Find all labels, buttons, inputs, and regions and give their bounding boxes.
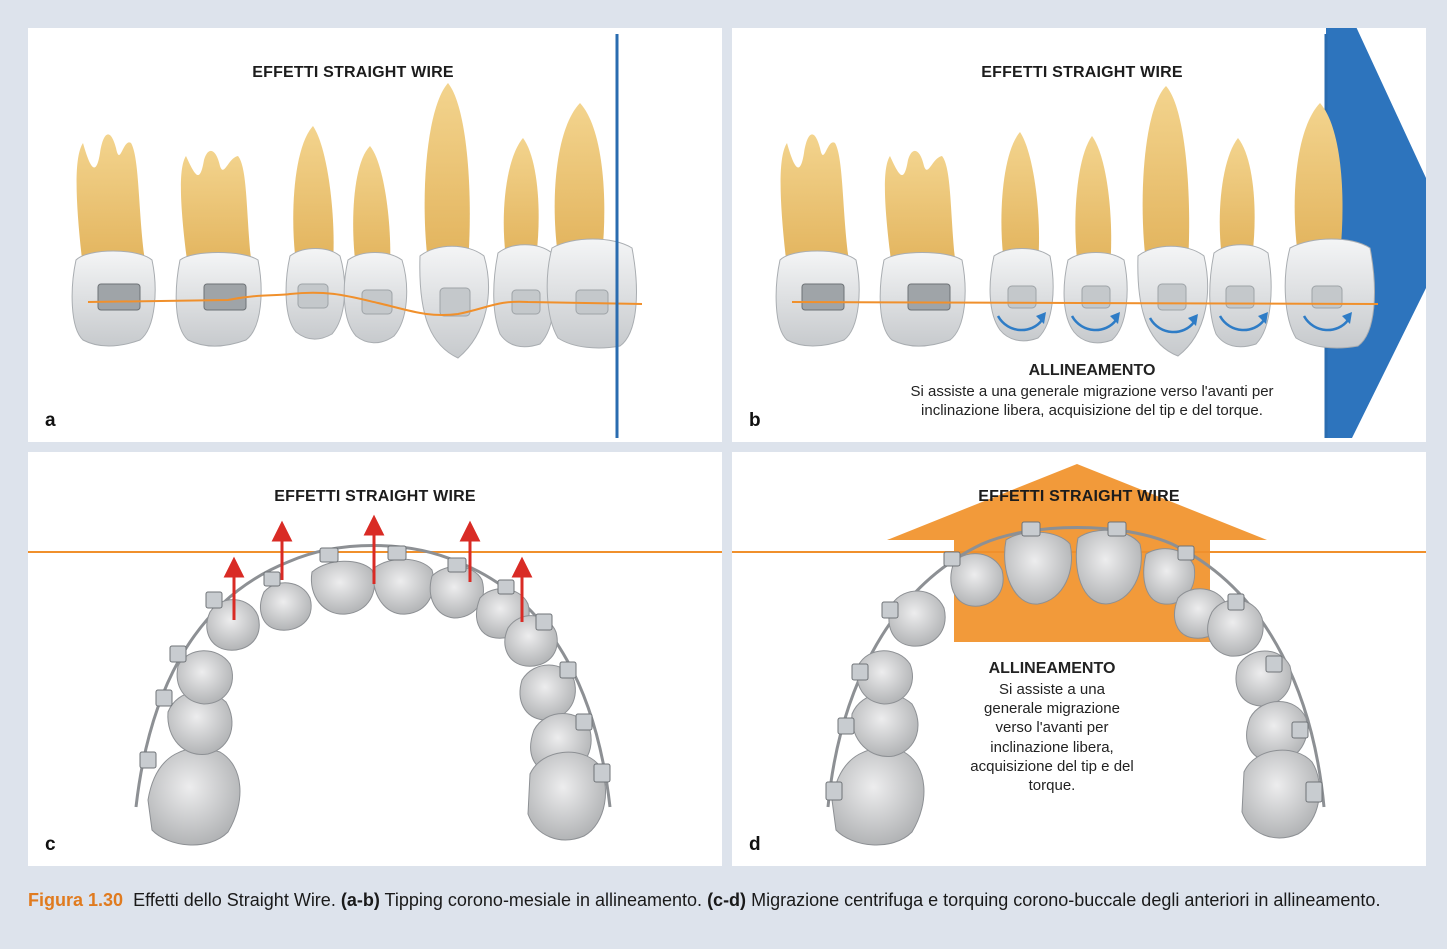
note-line: generale migrazione: [957, 699, 1147, 718]
bracket: [882, 602, 898, 618]
panel-label: b: [749, 410, 761, 432]
bracket: [264, 572, 280, 586]
arrowhead: [462, 524, 478, 540]
bracket: [1226, 286, 1254, 308]
bracket: [98, 284, 140, 310]
caption-text: Tipping corono-mesiale in allineamento.: [385, 890, 703, 910]
bracket: [170, 646, 186, 662]
alignment-note: ALLINEAMENTO Si assiste a una generale m…: [957, 660, 1147, 795]
incisor-tooth: [311, 561, 374, 614]
note-heading: ALLINEAMENTO: [957, 660, 1147, 678]
arrowhead: [274, 524, 290, 540]
incisor-tooth: [494, 138, 555, 347]
bracket: [852, 664, 868, 680]
note-line: acquisizione del tip e del: [957, 757, 1147, 776]
bracket: [1082, 286, 1110, 308]
panel-c-illustration: [28, 452, 722, 866]
panel-label: a: [45, 410, 56, 432]
note-line: inclinazione libera, acquisizione del ti…: [852, 401, 1332, 420]
panel-a: EFFETTI STRAIGHT WIRE a: [28, 28, 722, 442]
panel-title: EFFETTI STRAIGHT WIRE: [28, 488, 722, 506]
panel-d-illustration: [732, 452, 1426, 866]
bracket: [908, 284, 950, 310]
bracket: [298, 284, 328, 308]
bracket: [1108, 522, 1126, 536]
panel-c: EFFETTI STRAIGHT WIRE c: [28, 452, 722, 866]
bracket: [1008, 286, 1036, 308]
caption-text: Migrazione centrifuga e torquing corono-…: [751, 890, 1380, 910]
bracket: [1266, 656, 1282, 672]
bracket: [1158, 284, 1186, 310]
panel-d: EFFETTI STRAIGHT WIRE ALLINEAMENTO Si as…: [732, 452, 1426, 866]
bracket: [594, 764, 610, 782]
bracket: [204, 284, 246, 310]
molar-tooth: [880, 151, 965, 346]
arrowhead: [226, 560, 242, 576]
molar-tooth: [776, 134, 859, 346]
bracket: [140, 752, 156, 768]
bracket: [156, 690, 172, 706]
note-line: torque.: [957, 776, 1147, 795]
panel-label: d: [749, 834, 761, 856]
bracket: [1178, 546, 1194, 560]
panel-b: EFFETTI STRAIGHT WIRE ALLINEAMENTO Si as…: [732, 28, 1426, 442]
bracket: [1228, 594, 1244, 610]
note-line: verso l'avanti per: [957, 718, 1147, 737]
note-line: inclinazione libera,: [957, 738, 1147, 757]
arrowhead: [514, 560, 530, 576]
bracket: [838, 718, 854, 734]
figure-label: Figura 1.30: [28, 890, 123, 910]
bracket: [498, 580, 514, 594]
bracket: [1022, 522, 1040, 536]
molar-tooth: [148, 748, 240, 845]
molar-tooth: [176, 151, 261, 346]
premolar-tooth: [1064, 136, 1127, 343]
bracket: [576, 714, 592, 730]
teeth-row: [776, 86, 1374, 356]
caption-intro: Effetti dello Straight Wire.: [133, 890, 336, 910]
panel-a-illustration: [28, 28, 722, 442]
canine-tooth: [420, 83, 489, 358]
figure-caption: Figura 1.30 Effetti dello Straight Wire.…: [28, 889, 1418, 912]
bracket: [826, 782, 842, 800]
note-line: Si assiste a una: [957, 680, 1147, 699]
molar-tooth: [72, 134, 155, 346]
incisor-tooth: [430, 567, 483, 618]
caption-reference: (a-b): [341, 890, 380, 910]
panel-label: c: [45, 834, 56, 856]
premolar-tooth: [990, 132, 1053, 341]
bracket: [1306, 782, 1322, 802]
bracket: [560, 662, 576, 678]
note-line: Si assiste a una generale migrazione ver…: [852, 382, 1332, 401]
alignment-note: ALLINEAMENTO Si assiste a una generale m…: [852, 362, 1332, 420]
panel-title: EFFETTI STRAIGHT WIRE: [83, 64, 623, 82]
bracket: [448, 558, 466, 572]
canine-tooth: [261, 583, 312, 630]
panel-title: EFFETTI STRAIGHT WIRE: [732, 488, 1426, 506]
bracket: [206, 592, 222, 608]
teeth-row: [72, 83, 636, 358]
bracket: [388, 546, 406, 560]
note-heading: ALLINEAMENTO: [852, 362, 1332, 380]
premolar-tooth: [889, 591, 945, 646]
molar-tooth: [832, 748, 924, 845]
bracket: [320, 548, 338, 562]
caption-reference: (c-d): [707, 890, 746, 910]
arrowhead: [366, 518, 382, 534]
bracket: [944, 552, 960, 566]
bracket: [1292, 722, 1308, 738]
bracket: [802, 284, 844, 310]
panel-title: EFFETTI STRAIGHT WIRE: [732, 64, 1426, 82]
premolar-tooth: [1236, 651, 1291, 706]
bracket: [536, 614, 552, 630]
incisor-tooth: [373, 559, 433, 614]
